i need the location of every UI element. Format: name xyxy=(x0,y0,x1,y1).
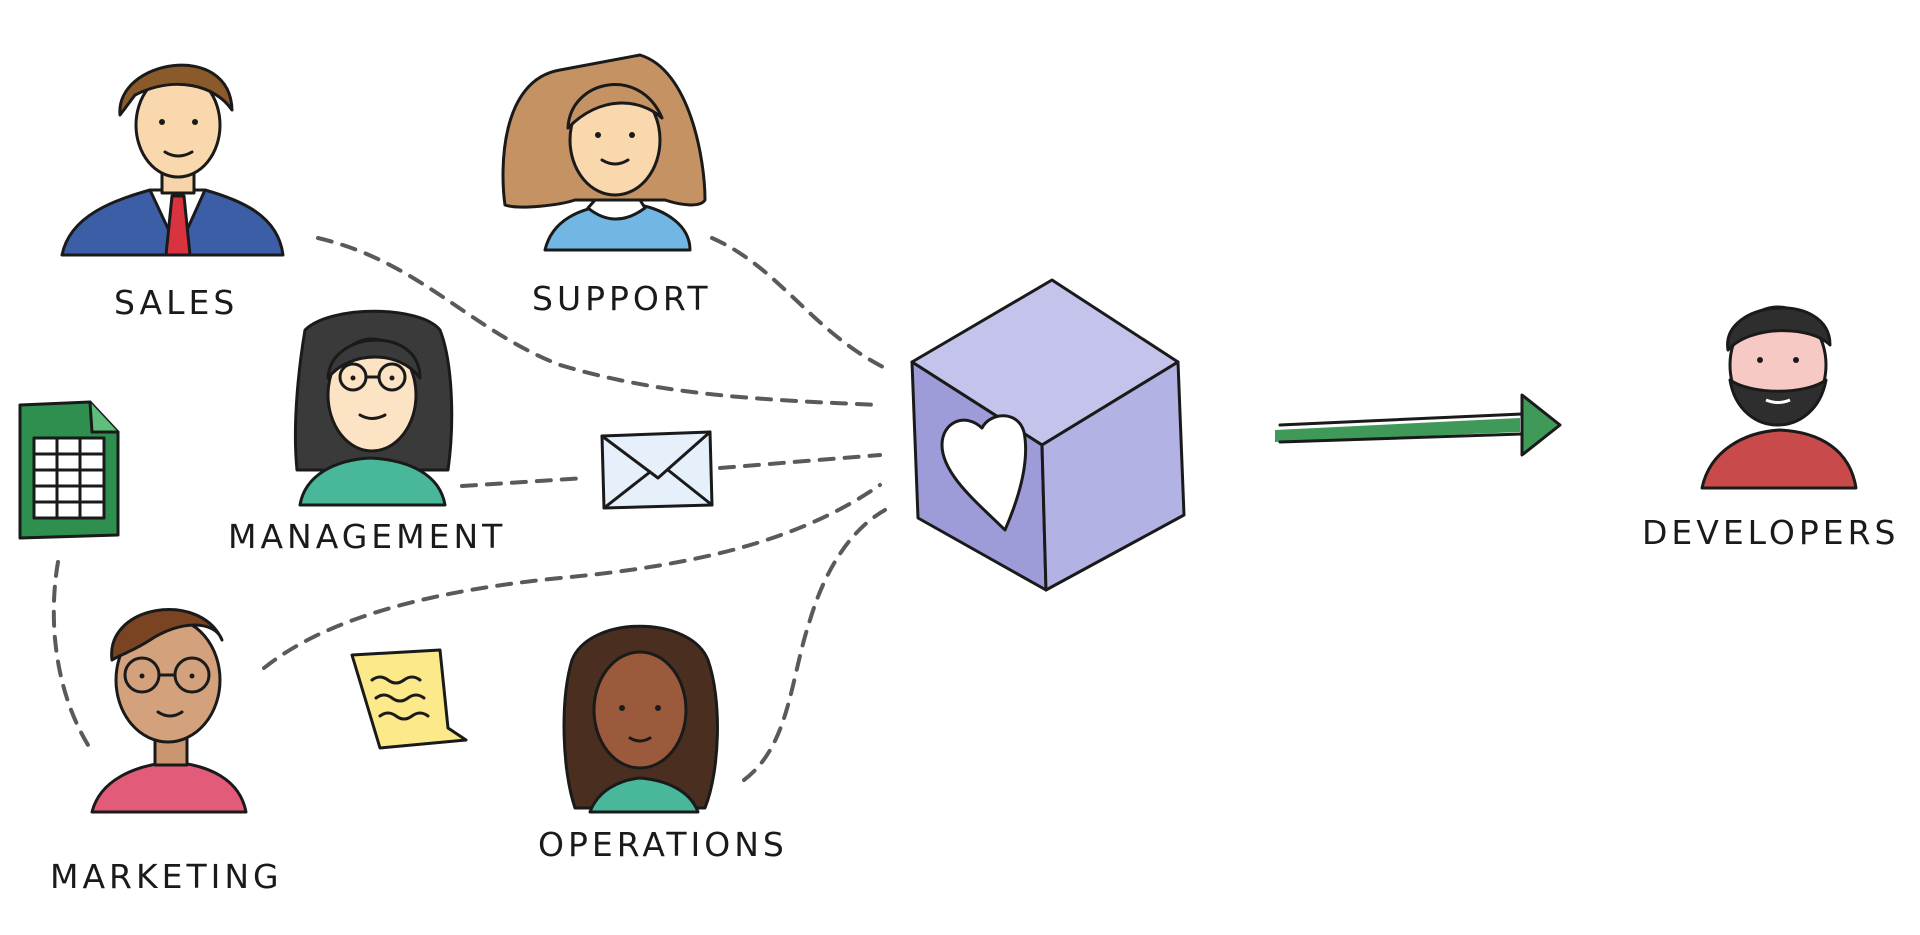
sales-person-icon xyxy=(60,63,285,257)
marketing-hair xyxy=(110,608,224,662)
heart-cube-icon xyxy=(910,278,1186,592)
support-person-icon xyxy=(501,53,707,252)
operations-person-icon xyxy=(562,624,719,814)
operations-face xyxy=(592,650,688,770)
spreadsheet-icon xyxy=(18,400,120,540)
label-marketing: MARKETING xyxy=(50,857,283,896)
line-envelope-to-cube xyxy=(718,453,882,470)
developers-person-icon xyxy=(1700,305,1858,490)
sales-hair xyxy=(118,63,234,117)
line-spreadsheet-to-marketing xyxy=(51,560,90,747)
envelope-icon xyxy=(600,430,714,510)
operations-body xyxy=(588,776,700,814)
sales-tie xyxy=(164,194,192,257)
line-support-to-cube xyxy=(710,236,887,370)
marketing-person-icon xyxy=(90,608,248,814)
support-bangs xyxy=(566,83,664,130)
management-body xyxy=(298,456,447,507)
management-person-icon xyxy=(293,309,454,507)
management-bangs xyxy=(326,338,422,380)
marketing-body xyxy=(90,760,248,814)
line-operations-to-cube xyxy=(742,508,887,782)
developers-hoodie xyxy=(1700,428,1858,490)
sticky-note-icon xyxy=(350,648,468,750)
line-sales-to-cube xyxy=(316,236,882,407)
arrow-right-icon xyxy=(1275,393,1562,457)
line-marketing-to-cube xyxy=(262,483,882,670)
label-sales: SALES xyxy=(114,283,238,322)
label-operations: OPERATIONS xyxy=(538,825,788,864)
developers-hair xyxy=(1726,306,1832,352)
label-support: SUPPORT xyxy=(532,279,712,318)
label-management: MANAGEMENT xyxy=(228,517,506,556)
cube-right xyxy=(1040,360,1186,592)
label-developers: DEVELOPERS xyxy=(1642,513,1900,552)
heart-icon xyxy=(940,414,1028,532)
support-collar xyxy=(586,198,647,221)
connection-lines xyxy=(51,236,887,782)
line-management-to-envelope xyxy=(460,476,587,488)
